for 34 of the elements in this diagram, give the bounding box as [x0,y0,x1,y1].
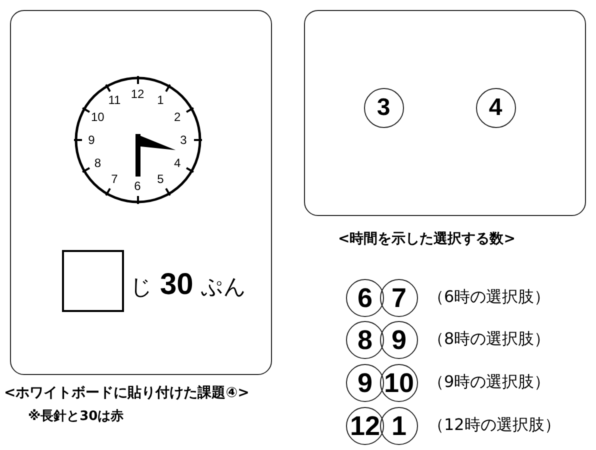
clock-numeral: 9 [88,134,95,146]
option-caption: （12時の選択肢） [428,416,560,434]
note-text: ※長針と30は赤 [28,410,124,424]
number-circle: 6 [346,279,384,317]
clock-numeral: 12 [130,88,144,100]
number-circle: 3 [364,88,404,128]
caption-text: <時間を示した選択する数> [338,232,516,248]
caption-text: <ホワイトボードに貼り付けた課題④> [4,386,250,402]
clock-numeral: 8 [94,156,101,168]
answer-box [62,250,124,312]
clock-numeral: 10 [90,110,104,122]
option-caption: （9時の選択肢） [428,373,550,391]
whiteboard-panel [10,10,272,375]
option-caption: （6時の選択肢） [428,288,550,306]
clock-numeral: 11 [108,94,121,106]
clock-numeral: 1 [157,94,164,106]
whiteboard-panel [304,10,586,216]
number-circle: 1 [380,407,418,445]
number-circle: 9 [380,321,418,359]
number-circle: 7 [380,279,418,317]
number-circle: 8 [346,321,384,359]
number-circle: 10 [380,364,418,402]
option-caption: （8時の選択肢） [428,330,550,348]
clock-numeral: 7 [111,173,118,186]
clock-face [72,74,202,204]
clock-numeral: 4 [174,156,181,168]
clock-numeral: 5 [157,173,164,186]
number-circle: 4 [476,88,516,128]
clock-numeral: 6 [134,180,141,192]
number-circle: 9 [346,364,384,402]
number-circle: 12 [346,407,384,445]
time-answer-text: じ 30 ぷん [130,268,246,301]
clock-numeral: 3 [180,134,187,146]
clock-numeral: 2 [174,110,181,122]
